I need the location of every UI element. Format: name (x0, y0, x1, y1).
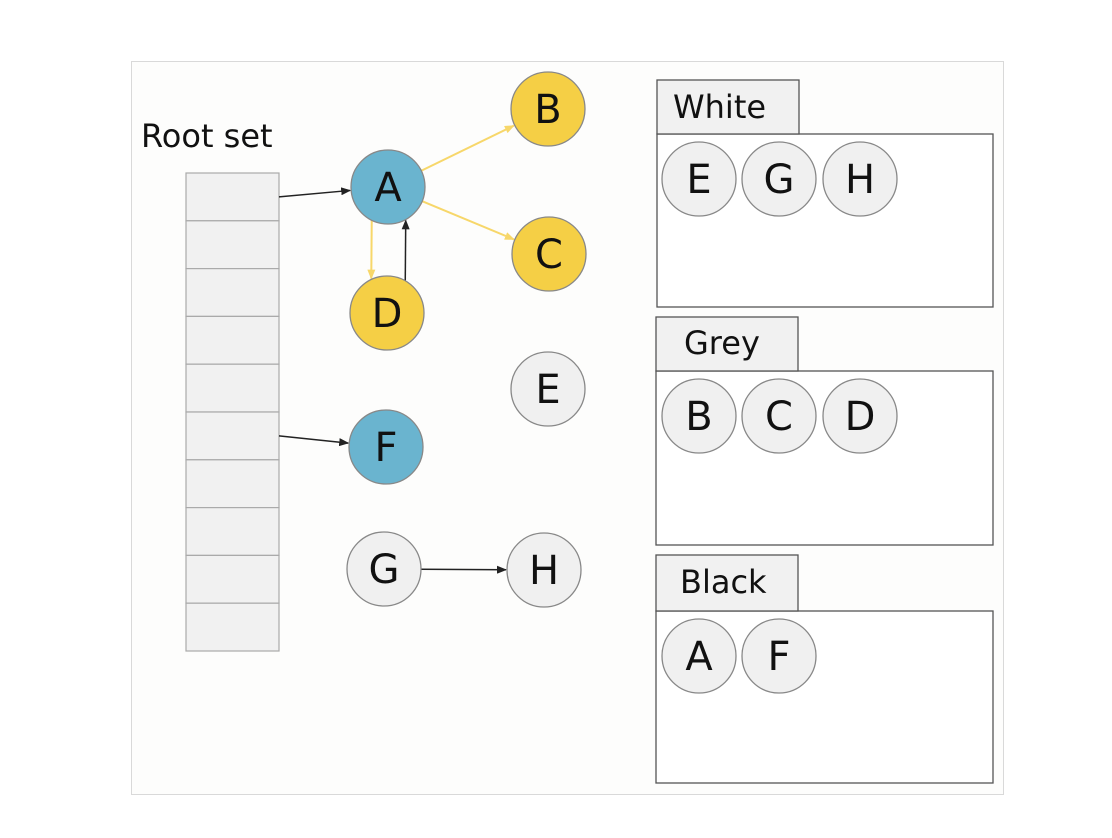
white-set-member-e (661, 141, 737, 217)
root-slot (185, 411, 280, 461)
node-a (350, 149, 426, 225)
nodes: A B C D E F G H (346, 71, 587, 608)
node-c-label: C (535, 232, 563, 278)
edges (278, 124, 515, 574)
node-b (510, 71, 586, 147)
grey-set-tab (655, 316, 799, 372)
grey-set-member-b-label: B (685, 394, 712, 440)
node-f (348, 409, 424, 485)
edge-A-to-C (421, 200, 515, 241)
edge-root-5-to-F (278, 435, 350, 447)
root-slot (185, 220, 280, 270)
black-set-member-f-label: F (767, 634, 790, 680)
edge-A-to-B (420, 124, 515, 172)
node-g (346, 531, 422, 607)
black-set-label: Black (680, 563, 767, 601)
grey-set-member-d (822, 378, 898, 454)
edge-G-to-H (420, 565, 508, 574)
node-h-label: H (529, 548, 559, 594)
grey-set-member-c-label: C (765, 394, 793, 440)
edge-root-0-to-A (278, 187, 352, 198)
node-f-label: F (374, 425, 397, 471)
root-slot (185, 459, 280, 509)
white-set-tab (656, 79, 800, 135)
black-set-member-a-label: A (685, 634, 713, 680)
node-d (349, 275, 425, 351)
node-b-label: B (534, 87, 561, 133)
grey-set-member-c (741, 378, 817, 454)
node-h (506, 532, 582, 608)
root-slot (185, 315, 280, 365)
grey-set-member-d-label: D (845, 394, 876, 440)
node-c (511, 216, 587, 292)
black-set-member-a (661, 618, 737, 694)
root-slot (185, 554, 280, 604)
white-set-label: White (673, 88, 766, 126)
node-a-label: A (374, 165, 402, 211)
grey-set-label: Grey (684, 324, 760, 362)
white-set-member-h (822, 141, 898, 217)
white-set-member-g-label: G (764, 157, 795, 203)
root-slot (185, 507, 280, 557)
root-slot (185, 268, 280, 318)
root-set-stack (185, 172, 280, 652)
node-d-label: D (372, 291, 403, 337)
node-e-label: E (535, 367, 560, 413)
white-set-member-g (741, 141, 817, 217)
node-e (510, 351, 586, 427)
black-set-member-f (741, 618, 817, 694)
black-set-tab (655, 554, 799, 612)
root-set-label: Root set (141, 117, 273, 155)
root-slot (185, 172, 280, 222)
white-set-member-e-label: E (686, 157, 711, 203)
node-g-label: G (369, 547, 400, 593)
white-set-member-h-label: H (845, 157, 875, 203)
grey-set-member-b (661, 378, 737, 454)
root-slot (185, 363, 280, 413)
root-slot (185, 602, 280, 652)
